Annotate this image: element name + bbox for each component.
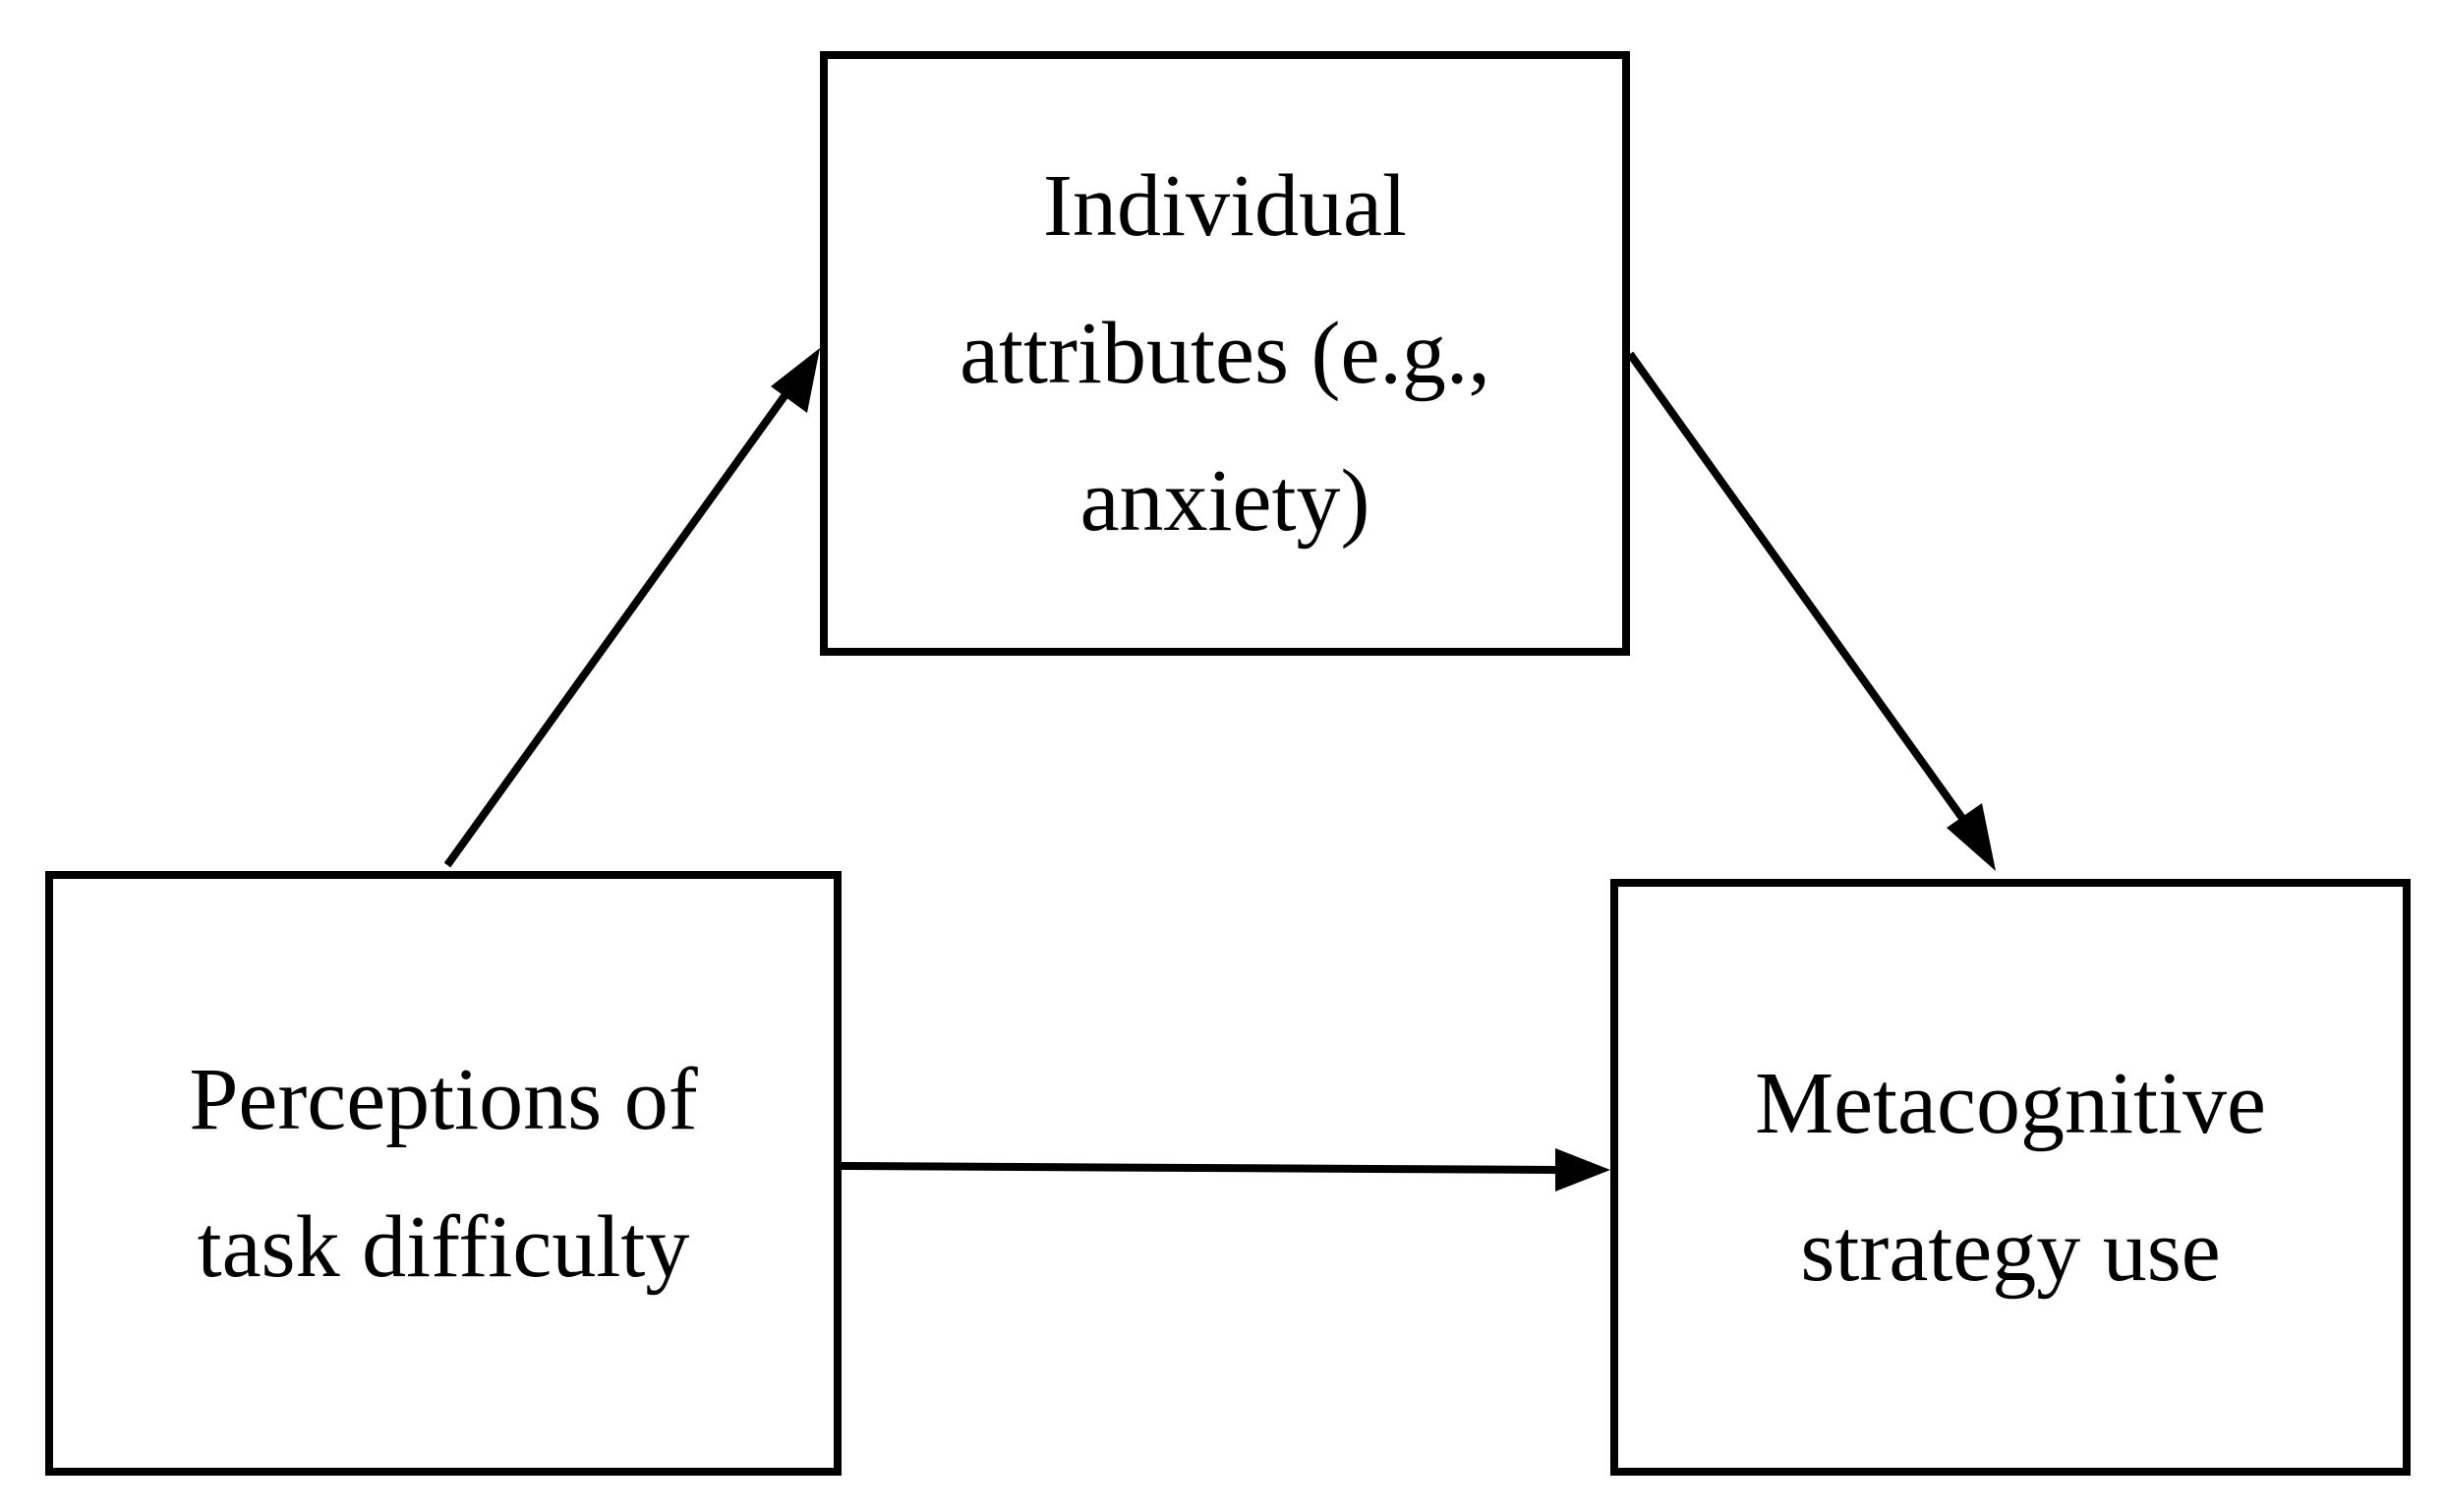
predictor-label-line-2: task difficulty bbox=[197, 1197, 690, 1296]
outcome-label-line-1: Metacognitive bbox=[1755, 1054, 2266, 1152]
mediator-box: Individual attributes (e.g., anxiety) bbox=[820, 51, 1630, 656]
outcome-label-line-2: strategy use bbox=[1800, 1201, 2221, 1300]
predictor-label-line-1: Perceptions of bbox=[189, 1050, 698, 1148]
predictor-box: Perceptions of task difficulty bbox=[45, 871, 842, 1476]
mediator-label-line-3: anxiety) bbox=[1079, 451, 1370, 550]
mediator-label-line-1: Individual bbox=[1043, 156, 1407, 255]
outcome-box: Metacognitive strategy use bbox=[1610, 879, 2411, 1476]
arrow-mediator-to-outcome bbox=[1626, 351, 1968, 824]
arrowhead-predictor-to-outcome bbox=[1555, 1148, 1610, 1192]
arrow-predictor-to-mediator bbox=[443, 390, 790, 868]
arrow-predictor-to-outcome bbox=[841, 1162, 1559, 1174]
arrowhead-predictor-to-mediator bbox=[771, 348, 820, 413]
arrowhead-mediator-to-outcome bbox=[1947, 803, 1996, 871]
mediator-label-line-2: attributes (e.g., bbox=[960, 304, 1490, 402]
